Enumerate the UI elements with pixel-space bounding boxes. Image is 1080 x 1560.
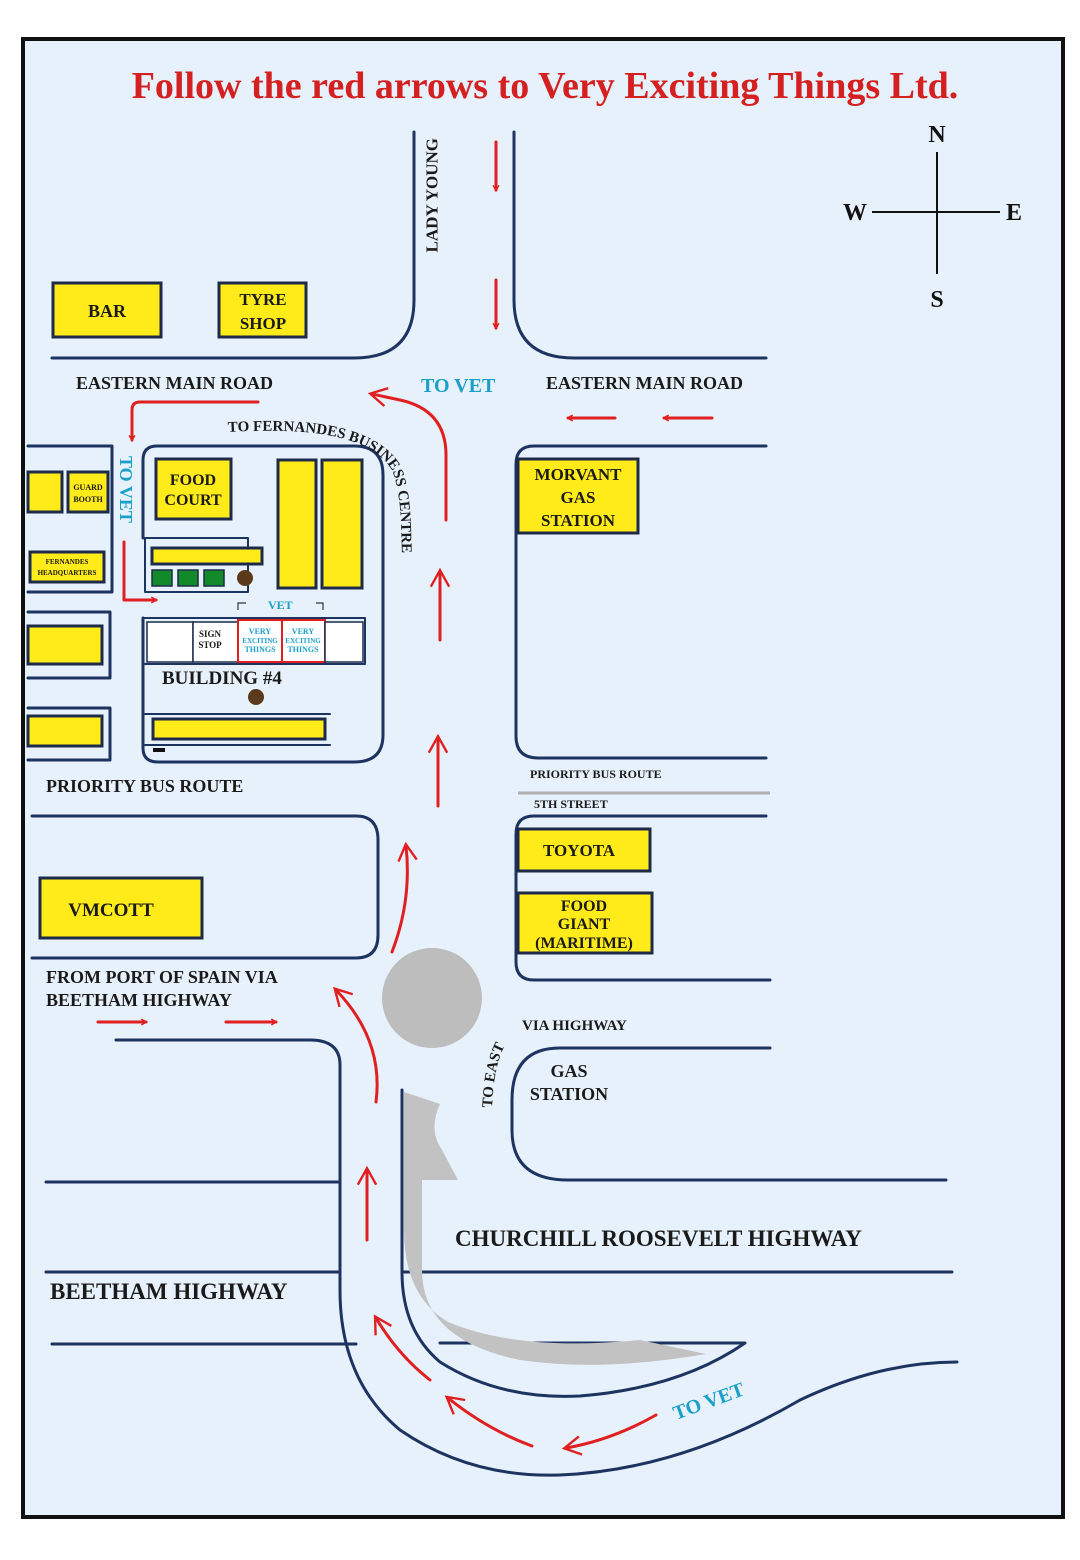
label-gas-station: GAS STATION — [530, 1061, 608, 1104]
building-4-label: BUILDING #4 — [162, 668, 282, 689]
label-from-pos-2: BEETHAM HIGHWAY — [46, 990, 232, 1010]
svg-text:STOP: STOP — [198, 640, 222, 650]
building-vmcott: VMCOTT — [38, 876, 204, 940]
svg-text:VMCOTT: VMCOTT — [68, 900, 154, 921]
road-network — [26, 130, 959, 1477]
label-lady-young: LADY YOUNG — [423, 138, 442, 252]
compass-e: E — [1006, 200, 1022, 226]
svg-text:COURT: COURT — [164, 492, 222, 509]
svg-text:FOOD: FOOD — [170, 472, 216, 489]
building-tall-2 — [320, 458, 364, 590]
label-beetham: BEETHAM HIGHWAY — [50, 1279, 288, 1304]
svg-text:STATION: STATION — [530, 1084, 608, 1104]
svg-text:VERY: VERY — [292, 627, 315, 636]
label-eastern-main-west: EASTERN MAIN ROAD — [76, 373, 273, 393]
label-via-highway: VIA HIGHWAY — [522, 1018, 627, 1034]
svg-text:EXCITING: EXCITING — [285, 637, 321, 645]
svg-text:EXCITING: EXCITING — [242, 637, 278, 645]
svg-text:GAS: GAS — [550, 1061, 587, 1081]
svg-text:GUARD: GUARD — [73, 483, 103, 492]
building-tyre-shop: TYRE SHOP — [217, 281, 308, 339]
label-eastern-main-east: EASTERN MAIN ROAD — [546, 373, 743, 393]
svg-text:THINGS: THINGS — [287, 645, 319, 654]
svg-text:VERY: VERY — [249, 627, 272, 636]
svg-text:BAR: BAR — [88, 301, 127, 321]
label-priority-bus-west: PRIORITY BUS ROUTE — [46, 776, 243, 796]
label-5th-street: 5TH STREET — [534, 797, 608, 811]
label-vet-small: VET — [268, 598, 293, 612]
label-from-pos-1: FROM PORT OF SPAIN VIA — [46, 967, 278, 987]
label-to-vet-side: TO VET — [116, 456, 136, 523]
route-arrows — [96, 140, 714, 1456]
vet-unit-1 — [237, 619, 283, 663]
svg-text:BOOTH: BOOTH — [73, 495, 103, 504]
ramp-shading — [404, 1092, 706, 1365]
building-strip-low — [151, 717, 327, 741]
roundabout — [382, 948, 482, 1048]
building-tall-1 — [276, 458, 318, 590]
label-to-vet-top: TO VET — [421, 375, 496, 397]
compass-n: N — [928, 122, 946, 148]
svg-text:FOOD: FOOD — [561, 898, 607, 915]
label-priority-bus-east: PRIORITY BUS ROUTE — [530, 767, 662, 781]
svg-text:STATION: STATION — [541, 511, 616, 530]
building-small-left — [26, 470, 64, 514]
compass-w: W — [843, 200, 867, 226]
svg-text:FERNANDES: FERNANDES — [46, 558, 89, 566]
svg-text:SIGN: SIGN — [199, 629, 222, 639]
svg-text:TOYOTA: TOYOTA — [543, 841, 616, 860]
label-churchill: CHURCHILL ROOSEVELT HIGHWAY — [455, 1226, 862, 1251]
building-left-mid — [26, 624, 104, 666]
svg-text:THINGS: THINGS — [244, 645, 276, 654]
map-title: Follow the red arrows to Very Exciting T… — [132, 65, 959, 107]
building-food-giant: FOOD GIANT (MARITIME) — [516, 891, 654, 955]
green-parking — [151, 569, 253, 587]
compass-s: S — [930, 287, 943, 313]
building-strip — [150, 546, 264, 566]
svg-text:(MARITIME): (MARITIME) — [535, 935, 633, 952]
building-guard-booth: GUARD BOOTH — [66, 470, 110, 514]
vet-unit-2 — [281, 619, 326, 663]
svg-text:TYRE: TYRE — [239, 290, 286, 309]
building-left-low — [26, 714, 104, 748]
building-bar: BAR — [51, 281, 163, 339]
svg-text:GAS: GAS — [561, 488, 596, 507]
svg-text:SHOP: SHOP — [240, 314, 286, 333]
building-fernandes-hq: FERNANDES HEADQUARTERS — [28, 550, 106, 584]
svg-text:MORVANT: MORVANT — [535, 465, 623, 484]
building-4: SIGN STOP VERY EXCITING THINGS VERY EXCI… — [146, 619, 364, 705]
svg-text:HEADQUARTERS: HEADQUARTERS — [38, 569, 97, 577]
building-toyota: TOYOTA — [516, 827, 652, 873]
building-food-court: FOOD COURT — [154, 457, 233, 521]
svg-text:GIANT: GIANT — [558, 916, 611, 933]
compass-rose: N S E W — [843, 122, 1022, 313]
building-morvant-gas: MORVANT GAS STATION — [516, 457, 640, 535]
